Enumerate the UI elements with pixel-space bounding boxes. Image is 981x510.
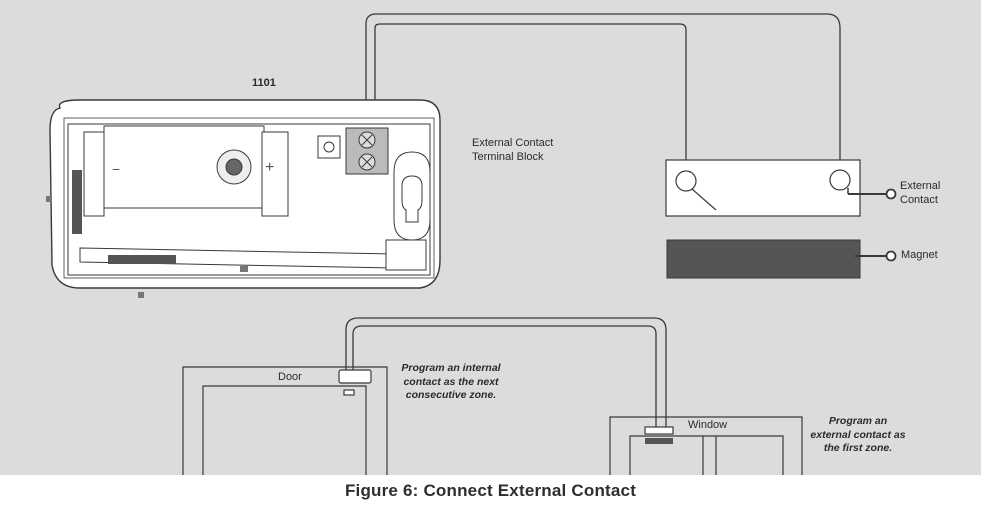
figure-caption: Figure 6: Connect External Contact — [344, 481, 637, 500]
caption-band — [0, 475, 981, 505]
external-contact-label-line2: Contact — [900, 194, 938, 206]
minus-sign: − — [112, 161, 120, 177]
door-note-line3: consecutive zone. — [405, 389, 497, 401]
device-label: 1101 — [252, 77, 276, 89]
lower-wire-pair — [345, 317, 667, 430]
battery-compartment — [72, 125, 289, 234]
terminal-block-label-line1: External Contact — [472, 137, 554, 149]
window-note-line1: Program an — [828, 415, 888, 427]
window-note: Program an external contact as the first… — [796, 415, 920, 456]
door-note-line1: Program an internal — [401, 362, 501, 374]
door-note: Program an internal contact as the next … — [386, 362, 516, 403]
keyhole-mount — [385, 151, 431, 271]
plus-sign: + — [265, 159, 274, 176]
terminal-block-label-line2: Terminal Block — [472, 151, 544, 163]
door-frame — [182, 366, 388, 475]
window-note-line2: external contact as — [810, 428, 906, 441]
external-contact — [665, 159, 897, 217]
terminal-block — [317, 127, 389, 175]
door-label: Door — [278, 371, 302, 383]
external-contact-label: External Contact — [900, 179, 940, 207]
window-note-line3: the first zone. — [823, 442, 893, 454]
window-label: Window — [688, 419, 728, 431]
door-note-line2: contact as the next — [403, 375, 499, 388]
magnet — [666, 239, 897, 279]
window-frame — [609, 416, 803, 475]
external-contact-label-line1: External — [900, 180, 941, 192]
top-wire-pair — [365, 13, 841, 180]
magnet-label: Magnet — [901, 249, 938, 261]
terminal-block-label: External Contact Terminal Block — [472, 136, 553, 164]
